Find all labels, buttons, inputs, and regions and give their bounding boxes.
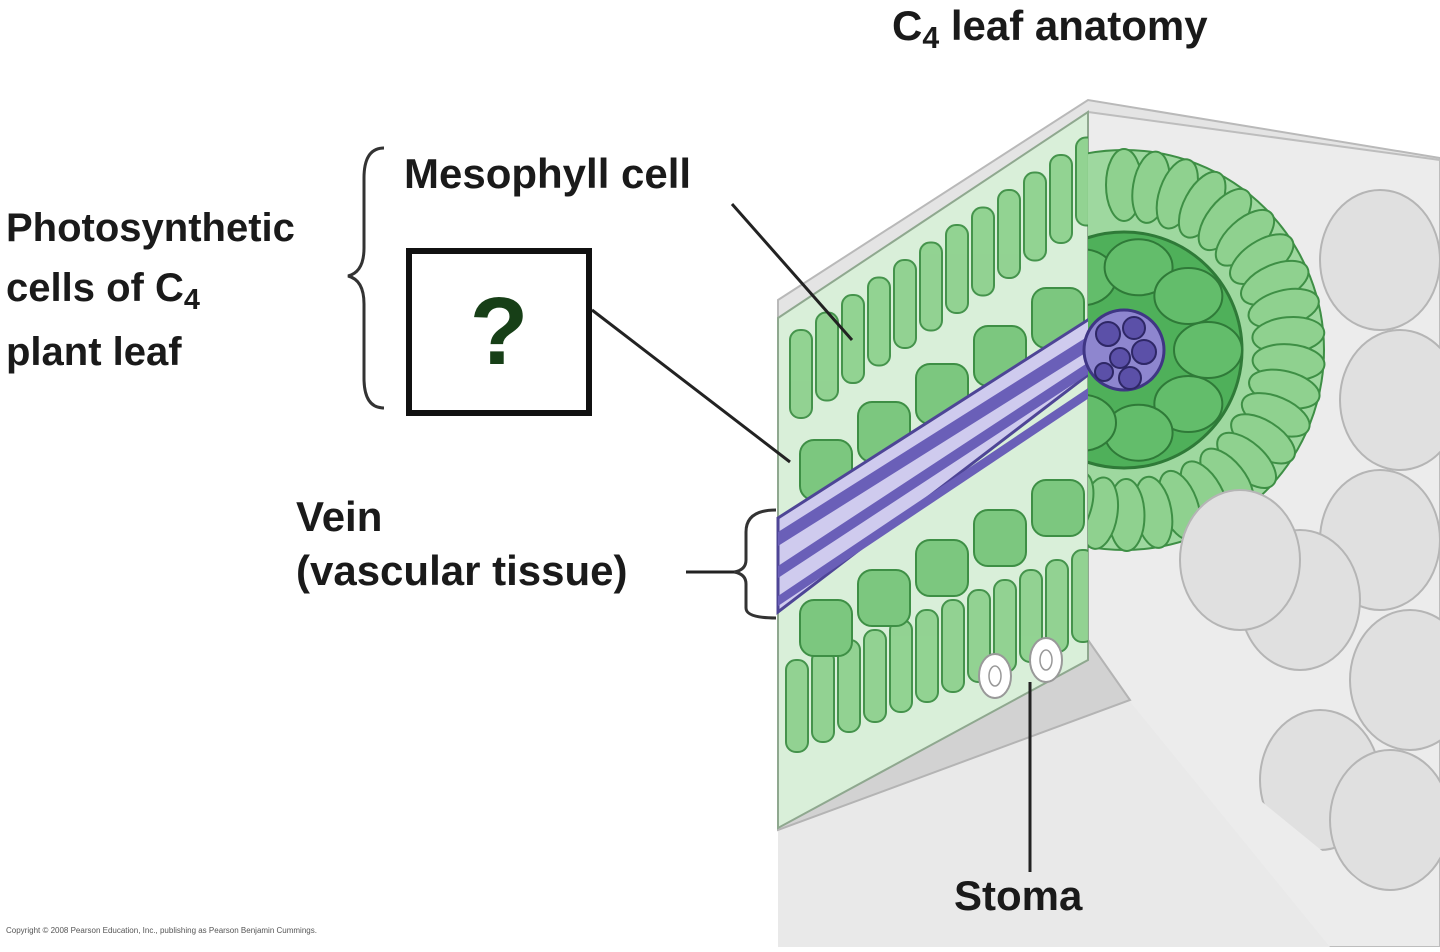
photosynthetic-brace (347, 146, 385, 410)
vein-tube-stripe-3 (778, 372, 1116, 606)
mesophyll-cell (785, 659, 809, 753)
vein-label-line-1: Vein (296, 493, 383, 540)
mesophyll-cell (997, 189, 1021, 279)
mesophyll-cell (799, 599, 853, 657)
epidermal-cell (1179, 489, 1301, 631)
epidermal-cell (1319, 189, 1440, 331)
mesophyll-layer (785, 136, 1088, 753)
bundle-sheath-cell (1103, 238, 1174, 297)
vein-tube-stripe-1 (778, 330, 1106, 546)
mesophyll-cell (941, 599, 965, 693)
mesophyll-cell (945, 224, 969, 314)
mesophyll-cell (889, 619, 913, 713)
mesophyll-cell (857, 569, 911, 627)
stoma-label: Stoma (954, 872, 1083, 919)
mesophyll-cell (919, 241, 943, 332)
vein-brace (733, 508, 777, 620)
photosynthetic-cells-label: Photosynthetic cells of C4 plant leaf (6, 198, 295, 382)
stoma (978, 637, 1063, 699)
mesophyll-cell (1049, 154, 1073, 244)
bundle-sheath-cell (1088, 393, 1117, 452)
mesophyll-cell-label: Mesophyll cell (404, 150, 692, 197)
mesophyll-cell (1075, 136, 1088, 227)
question-mark: ? (469, 278, 529, 385)
mesophyll-leader (730, 203, 854, 341)
vein-tube-stripe-2 (778, 352, 1110, 578)
vein-label: Vein (vascular tissue) (296, 490, 628, 598)
mesophyll-cell (811, 649, 835, 743)
vein-cross-section (1082, 308, 1166, 392)
vein-label-line-2: (vascular tissue) (296, 547, 628, 594)
bundle-sheath-cell (1153, 267, 1224, 326)
mesophyll-cell (915, 539, 969, 597)
bundle-sheath (1088, 148, 1440, 891)
photosynthetic-line-1: Photosynthetic (6, 206, 295, 250)
mesophyll-cell (867, 276, 891, 367)
mesophyll-cell (1088, 471, 1095, 543)
mesophyll-cell (789, 329, 813, 419)
vein (776, 313, 1121, 616)
mesophyll-cell (893, 259, 917, 349)
epidermal-cell (1329, 749, 1440, 891)
mesophyll-cell (915, 609, 939, 703)
photosynthetic-line-3: plant leaf (6, 330, 182, 374)
photosynthetic-line-2: cells of C4 (6, 266, 200, 317)
mesophyll-cell (1031, 479, 1085, 537)
question-leader (591, 308, 791, 464)
mesophyll-cell (973, 509, 1027, 567)
mesophyll-cell (971, 206, 995, 297)
mesophyll-cell (1071, 549, 1088, 643)
mesophyll-cell (1023, 171, 1047, 262)
mesophyll-cell (815, 311, 839, 402)
copyright-notice: Copyright © 2008 Pearson Education, Inc.… (6, 926, 317, 935)
bundle-sheath-cell (1173, 321, 1243, 379)
mesophyll-cell (863, 629, 887, 723)
bundle-sheath-cell (1153, 374, 1224, 433)
epidermal-cell (1339, 329, 1440, 471)
unknown-cell-box: ? (406, 248, 592, 416)
epidermal-cell (1349, 609, 1440, 751)
diagram-title: C4 leaf anatomy (892, 2, 1208, 56)
